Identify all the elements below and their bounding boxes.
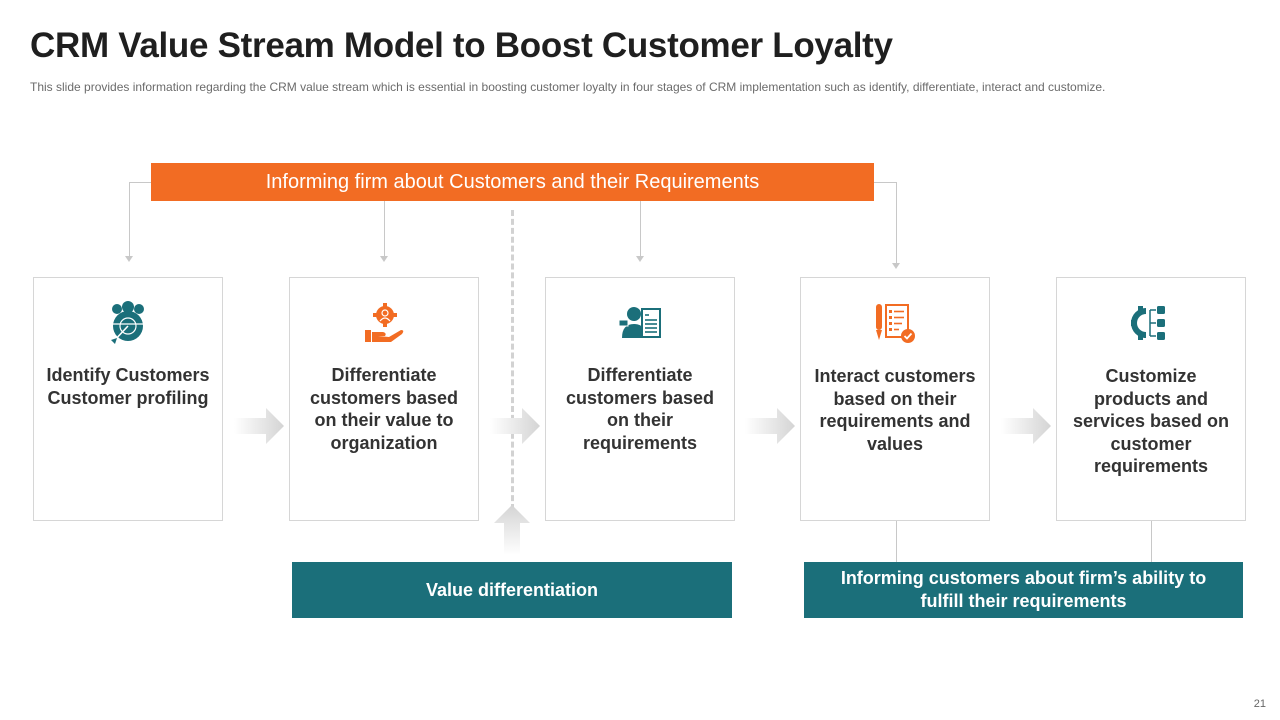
- connector-line: [896, 521, 897, 562]
- dashed-divider: [511, 210, 514, 510]
- stage-text: Differentiate customers based on their r…: [565, 365, 715, 453]
- page-subtitle: This slide provides information regardin…: [30, 80, 1106, 94]
- connector-arrowhead: [892, 263, 900, 269]
- connector-line: [1151, 521, 1152, 562]
- stage-card-interact: Interact customers based on their requir…: [800, 277, 990, 521]
- stage-text: Interact customers based on their requir…: [814, 366, 976, 454]
- stage-text: Customize products and services based on…: [1072, 366, 1230, 476]
- flow-arrow-4: [1001, 408, 1051, 444]
- flow-arrow-3: [745, 408, 795, 444]
- connector-line: [896, 182, 897, 264]
- target-customers-icon: [111, 301, 144, 344]
- checklist-pen-icon: [876, 304, 915, 343]
- stage-card-differentiate-value: Differentiate customers based on their v…: [289, 277, 479, 521]
- connector-arrowhead: [636, 256, 644, 262]
- connector-line: [129, 182, 151, 183]
- flow-arrow-2: [490, 408, 540, 444]
- page-title: CRM Value Stream Model to Boost Customer…: [30, 26, 893, 65]
- stage-card-customize: Customize products and services based on…: [1056, 277, 1246, 521]
- informing-customers-box: Informing customers about firm’s ability…: [804, 562, 1243, 618]
- top-banner: Informing firm about Customers and their…: [151, 163, 874, 201]
- connector-line: [640, 201, 641, 258]
- connector-line: [874, 182, 896, 183]
- connector-arrowhead: [125, 256, 133, 262]
- connector-line: [384, 201, 385, 258]
- stage-card-differentiate-requirements: Differentiate customers based on their r…: [545, 277, 735, 521]
- stage-card-identify: Identify Customers Customer profiling: [33, 277, 223, 521]
- value-differentiation-box: Value differentiation: [292, 562, 732, 618]
- flow-arrow-1: [234, 408, 284, 444]
- connector-line: [129, 182, 130, 258]
- connector-arrowhead: [380, 256, 388, 262]
- up-arrow: [494, 505, 530, 555]
- user-document-icon: [618, 307, 661, 338]
- gear-hierarchy-icon: [1131, 306, 1165, 340]
- stage-text: Differentiate customers based on their v…: [309, 365, 459, 453]
- hand-gear-user-icon: [365, 303, 404, 342]
- page-number: 21: [1253, 698, 1266, 710]
- stage-text: Identify Customers Customer profiling: [46, 365, 210, 408]
